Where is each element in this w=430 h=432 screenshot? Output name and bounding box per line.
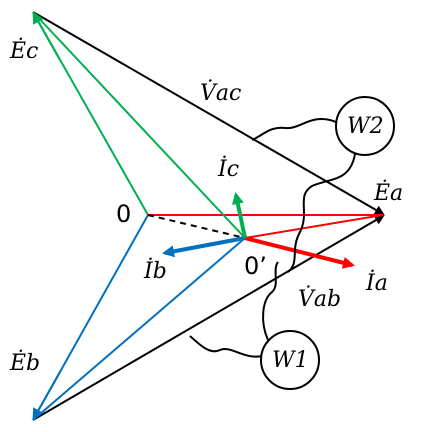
label-vac: V̇ac [200,80,241,106]
wattmeter-w2-lead-2 [287,153,356,273]
wattmeter-w1-lead-2 [262,261,279,341]
label-ia: İa [365,269,388,296]
eb-arrowhead [32,371,61,421]
current-ib-arrow [162,236,246,258]
line-voltage-ab [32,214,385,421]
label-origin: 0 [116,200,131,228]
current-ia-arrow [244,236,355,269]
label-ib: İb [143,257,167,284]
wattmeter-w1-lead-1 [189,335,263,358]
label-ic: İc [217,155,239,182]
label-neutral-shift: 0’ [244,252,267,280]
label-vab: V̇ab [298,286,341,312]
label-w2: W2 [347,114,384,139]
label-ec: Ėc [9,37,38,64]
line-voltage-ac [32,11,385,215]
wattmeter-w2-circle [335,96,395,156]
wattmeter-w2-lead-1 [251,118,337,141]
label-ea: Ėa [373,179,403,206]
ec-arrowhead [32,11,61,61]
wattmeter-w1-circle [260,330,320,390]
neutral-displacement [147,214,246,239]
label-eb: Ėb [9,349,40,376]
phase-voltage-eb-from-0prime [32,237,246,421]
label-w1: W1 [272,348,309,373]
phase-voltage-ea-from-0prime [244,214,384,239]
current-ic-arrow [231,192,247,239]
phase-voltage-ec-from-0prime [32,11,246,239]
